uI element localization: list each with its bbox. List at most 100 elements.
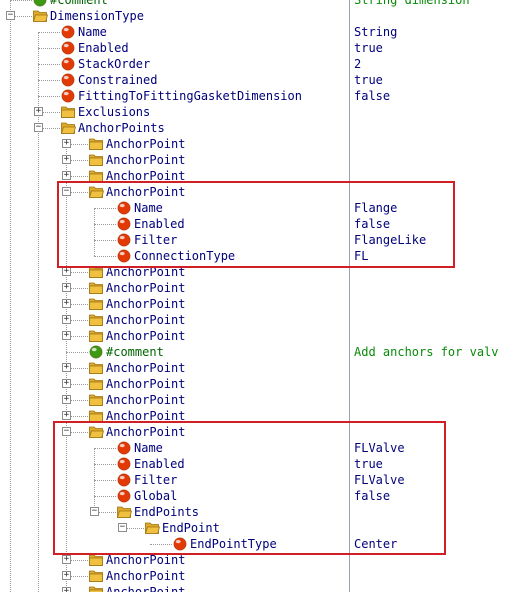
collapse-toggle-icon[interactable]: − [34,122,43,132]
expand-toggle-icon[interactable]: + [62,587,71,592]
expand-toggle-icon[interactable]: + [62,154,71,164]
collapse-toggle-icon[interactable]: − [6,10,15,20]
folder-open-icon [60,120,77,136]
node-value[interactable]: String [354,25,398,39]
tree-connector-horizontal [94,208,116,209]
node-value[interactable]: FLValve [354,473,405,487]
node-value[interactable]: FL [354,249,369,263]
expand-toggle-icon[interactable]: + [62,330,71,340]
tree-row[interactable]: + AnchorPoint [0,360,513,376]
tree-row[interactable]: Enabled false [0,216,513,232]
node-value[interactable]: false [354,89,391,103]
tree-row[interactable]: +AnchorPoint [0,136,513,152]
tree-connector-horizontal [94,480,116,481]
tree-row[interactable]: +AnchorPoint [0,168,513,184]
node-label: AnchorPoint [106,569,186,583]
tree-row[interactable]: +AnchorPoint [0,392,513,408]
collapse-toggle-icon[interactable]: − [118,522,127,532]
column-divider[interactable] [349,0,350,592]
expand-toggle-icon[interactable]: + [34,106,43,116]
tree-row[interactable]: +Exclusions [0,104,513,120]
node-value[interactable]: false [354,489,391,503]
tree-row[interactable]: + AnchorPoint [0,264,513,280]
node-label: StackOrder [78,57,151,71]
node-value[interactable]: true [354,457,383,471]
expand-toggle-icon[interactable]: + [62,410,71,420]
tree-row[interactable]: −AnchorPoints [0,120,513,136]
node-value[interactable]: true [354,73,383,87]
tree-connector-horizontal [10,16,32,17]
tree-row[interactable]: +AnchorPoint [0,328,513,344]
expand-toggle-icon[interactable]: + [62,138,71,148]
tree-row[interactable]: +AnchorPoint [0,408,513,424]
tree-row[interactable]: Global false [0,488,513,504]
node-label: AnchorPoint [106,281,186,295]
node-value[interactable]: 2 [354,57,362,71]
node-value[interactable]: true [354,41,383,55]
attribute-dot-icon [116,440,132,456]
node-value[interactable]: String dimension [354,0,470,7]
node-value[interactable]: FlangeLike [354,233,427,247]
tree-connector-horizontal [66,320,88,321]
tree-connector-horizontal [66,400,88,401]
expand-toggle-icon[interactable]: + [62,282,71,292]
expand-toggle-icon[interactable]: + [62,378,71,388]
tree-row[interactable]: −DimensionType [0,8,513,24]
tree-connector-vertical [94,496,95,512]
node-value[interactable]: false [354,217,391,231]
node-value[interactable]: Add anchors for valv [354,345,499,359]
collapse-toggle-icon[interactable]: − [62,426,71,436]
node-label: AnchorPoint [106,185,186,199]
tree-row[interactable]: +AnchorPoint [0,584,513,592]
tree-row[interactable]: +AnchorPoint [0,312,513,328]
node-label: AnchorPoint [106,361,186,375]
tree-row[interactable]: +AnchorPoint [0,376,513,392]
node-label: Global [134,489,178,503]
tree-row[interactable]: +AnchorPoint [0,552,513,568]
attribute-dot-icon [60,24,76,40]
tree-row[interactable]: −AnchorPoint [0,424,513,440]
tree-row[interactable]: + AnchorPoint [0,568,513,584]
node-label: AnchorPoint [106,297,186,311]
expand-toggle-icon[interactable]: + [62,570,71,580]
node-value[interactable]: FLValve [354,441,405,455]
node-label: Enabled [134,217,185,231]
collapse-toggle-icon[interactable]: − [90,506,99,516]
tree-row[interactable]: −EndPoints [0,504,513,520]
expand-toggle-icon[interactable]: + [62,394,71,404]
node-value[interactable]: Center [354,537,398,551]
node-label: AnchorPoint [106,265,186,279]
expand-toggle-icon[interactable]: + [62,170,71,180]
expand-toggle-icon[interactable]: + [62,266,71,276]
tree-connector-horizontal [94,512,116,513]
tree-row[interactable]: StackOrder 2 [0,56,513,72]
tree-row[interactable]: + AnchorPoint [0,296,513,312]
expand-toggle-icon[interactable]: + [62,554,71,564]
tree-connector-vertical [10,16,11,592]
tree-row[interactable]: + AnchorPoint [0,280,513,296]
expand-toggle-icon[interactable]: + [62,362,71,372]
tree-row[interactable]: − AnchorPoint [0,184,513,200]
expand-toggle-icon[interactable]: + [62,314,71,324]
attribute-dot-icon [60,88,76,104]
node-value[interactable]: Flange [354,201,398,215]
tree-row[interactable]: −EndPoint [0,520,513,536]
tree-row[interactable]: +AnchorPoint [0,152,513,168]
expand-toggle-icon[interactable]: + [62,298,71,308]
attribute-dot-icon [60,40,76,56]
collapse-toggle-icon[interactable]: − [62,186,71,196]
tree-connector-horizontal [66,144,88,145]
